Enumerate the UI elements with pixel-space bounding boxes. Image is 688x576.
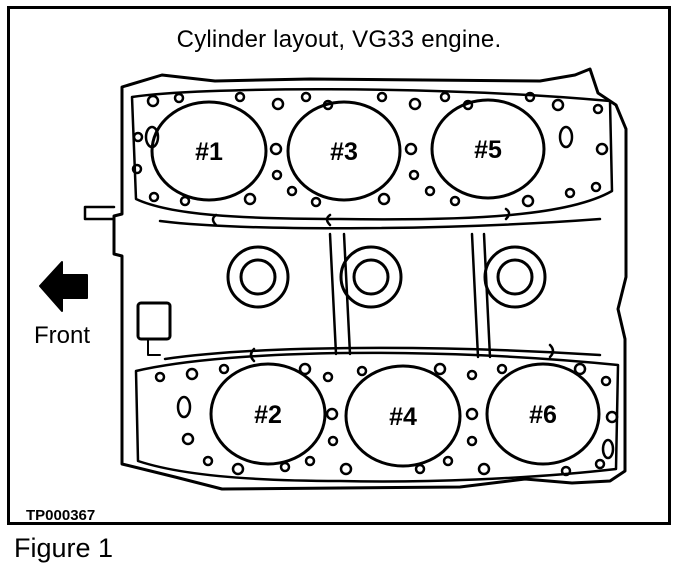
figure-frame: Cylinder layout, VG33 engine. xyxy=(7,6,671,525)
valley-bore-left-inner xyxy=(239,258,277,296)
cylinder-bore-3 xyxy=(286,100,402,202)
valley-bore-mid-inner xyxy=(352,258,390,296)
valley-partitions xyxy=(328,232,492,359)
left-square-boss xyxy=(136,301,172,341)
engine-block-outline xyxy=(112,67,628,491)
diagram-title: Cylinder layout, VG33 engine. xyxy=(176,26,502,53)
cylinder-label-3: #3 xyxy=(330,138,358,166)
valley-bore-right-inner xyxy=(496,258,534,296)
cylinder-bore-5 xyxy=(430,98,546,200)
cylinder-label-6: #6 xyxy=(529,401,557,429)
front-stub xyxy=(83,205,116,221)
figure-caption: Figure 1 xyxy=(14,533,114,563)
cylinder-label-1: #1 xyxy=(195,138,223,166)
bottom-bank-outline xyxy=(134,351,620,483)
valley-bore-mid-outer xyxy=(339,245,403,309)
front-label: Front xyxy=(34,322,90,349)
bottom-bank-holes xyxy=(154,362,619,477)
cylinder-label-5: #5 xyxy=(474,136,502,164)
part-code: TP000367 xyxy=(26,507,96,524)
cylinder-bore-4 xyxy=(344,364,462,468)
arrow-left-icon xyxy=(39,261,88,312)
valley-bore-left-outer xyxy=(226,245,290,309)
engine-block-diagram: #1 #3 #5 #2 #4 #6 Front xyxy=(34,67,628,491)
cylinder-label-2: #2 xyxy=(254,401,282,429)
cylinder-bore-2 xyxy=(209,362,327,466)
top-bank-outline xyxy=(130,88,614,221)
top-bank-holes xyxy=(131,91,609,208)
valley-bore-right-outer xyxy=(483,245,547,309)
cylinder-bore-1 xyxy=(150,100,268,202)
cylinder-label-4: #4 xyxy=(389,403,417,431)
valley-outline xyxy=(158,217,602,361)
cylinder-bore-6 xyxy=(485,362,601,466)
